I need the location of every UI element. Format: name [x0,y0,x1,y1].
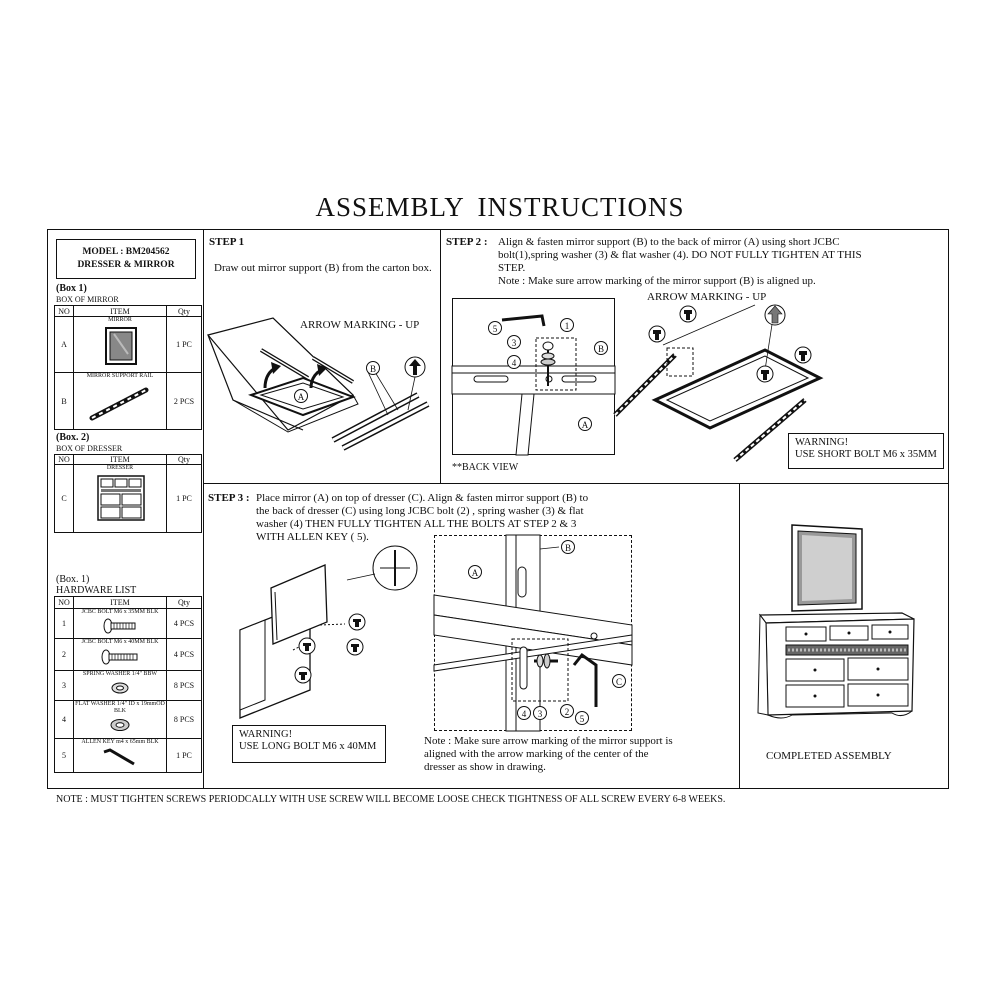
callout-a-step2: A [578,417,592,431]
step3-note-line1: Note : Make sure arrow marking of the mi… [424,735,673,747]
divider-upper-lower [203,483,949,485]
step2-line2: bolt(1),spring washer (3) & flat washer … [498,249,862,261]
table-row: B MIRROR SUPPORT RAIL 2 PCS [54,372,202,430]
col-qty: Qty [166,305,202,317]
completed-assembly-label: COMPLETED ASSEMBLY [766,750,892,762]
step3-note-line2: aligned with the arrow marking of the ce… [424,748,649,760]
hardware-box-heading: (Box. 1) [56,574,90,585]
step3-line2: the back of dresser (C) using long JCBC … [256,505,584,517]
table-row: A MIRROR 1 PC [54,316,202,373]
box1-heading: (Box 1) [56,283,87,294]
warning-long-bolt: WARNING! USE LONG BOLT M6 x 40MM [232,725,386,763]
step2-label: STEP 2 : [446,236,488,248]
model-number: MODEL : BM204562 [82,247,170,257]
callout-5: 5 [488,321,502,335]
step3-line1: Place mirror (A) on top of dresser (C). … [256,492,589,504]
step3-dresser-illustration [239,545,418,719]
step3-note-line3: dresser as show in drawing. [424,761,546,773]
hardware-table: NO ITEM Qty 1 JCBC BOLT M6 x 35MM BLK 4 … [54,596,202,773]
callout-2-step3: 2 [560,704,574,718]
instruction-frame [47,229,949,789]
model-product: DRESSER & MIRROR [77,260,175,270]
completed-dresser-illustration [757,524,915,719]
maintenance-note: NOTE : MUST TIGHTEN SCREWS PERIODCALLY W… [56,794,726,805]
step3-detail-illustration [433,534,633,732]
callout-a: A [294,389,308,403]
allen-key-icon [103,748,135,766]
mirror-icon [105,327,137,365]
divider-step1-step2 [440,229,442,484]
callout-3-step3: 3 [533,706,547,720]
table-row: 5 ALLEN KEY m4 x 65mm BLK 1 PC [54,738,202,773]
callout-c-step3: C [612,674,626,688]
short-bolt-icon [103,618,136,634]
divider-left-column [203,229,205,789]
callout-4-step3: 4 [517,706,531,720]
box1-parts-table: NO ITEM Qty A MIRROR 1 PC B MIRROR SUPPO… [54,305,202,430]
callout-a-step3: A [468,565,482,579]
callout-b: B [366,361,380,375]
col-item: ITEM [73,305,167,317]
step1-illustration [206,317,430,451]
spring-washer-icon [111,682,129,694]
table-row: 1 JCBC BOLT M6 x 35MM BLK 4 PCS [54,608,202,639]
back-view-label: **BACK VIEW [452,462,519,473]
step3-line3: washer (4) THEN FULLY TIGHTEN ALL THE BO… [256,518,577,530]
table-row: 4 FLAT WASHER 1/4" ID x 19mmOD BLK 8 PCS [54,700,202,739]
callout-b-step2: B [594,341,608,355]
support-rail-icon [89,387,149,421]
callout-4: 4 [507,355,521,369]
step1-text: Draw out mirror support (B) from the car… [214,262,432,274]
warning-short-bolt: WARNING! USE SHORT BOLT M6 x 35MM [788,433,944,469]
callout-b-step3: B [561,540,575,554]
flat-washer-icon [110,719,130,731]
model-box: MODEL : BM204562 DRESSER & MIRROR [56,239,196,279]
step2-illustration [613,304,824,462]
page-title: ASSEMBLY INSTRUCTIONS [315,192,685,222]
box2-heading: (Box. 2) [56,432,90,443]
step2-note: Note : Make sure arrow marking of the mi… [498,275,816,287]
step2-line1: Align & fasten mirror support (B) to the… [498,236,840,248]
dresser-icon [97,475,145,521]
back-view-illustration [451,314,616,456]
callout-5-step3: 5 [575,711,589,725]
table-row: 2 JCBC BOLT M6 x 40MM BLK 4 PCS [54,638,202,671]
step3-line4: WITH ALLEN KEY ( 5). [256,531,369,543]
step1-label: STEP 1 [209,236,245,248]
step2-line3: STEP. [498,262,526,274]
divider-step3-completed [739,483,741,789]
long-bolt-icon [101,649,138,665]
box1-subheading: BOX OF MIRROR [56,295,119,304]
box2-parts-table: NO ITEM Qty C DRESSER 1 PC [54,454,202,533]
step3-label: STEP 3 : [208,492,250,504]
col-no: NO [54,305,74,317]
hardware-heading: HARDWARE LIST [56,585,137,596]
box2-subheading: BOX OF DRESSER [56,444,123,453]
callout-1: 1 [560,318,574,332]
step1-arrow-label: ARROW MARKING - UP [300,319,420,331]
callout-3: 3 [507,335,521,349]
step2-arrow-label: ARROW MARKING - UP [647,291,767,303]
table-row: C DRESSER 1 PC [54,464,202,533]
table-row: 3 SPRING WASHER 1/4" BBW 8 PCS [54,670,202,701]
